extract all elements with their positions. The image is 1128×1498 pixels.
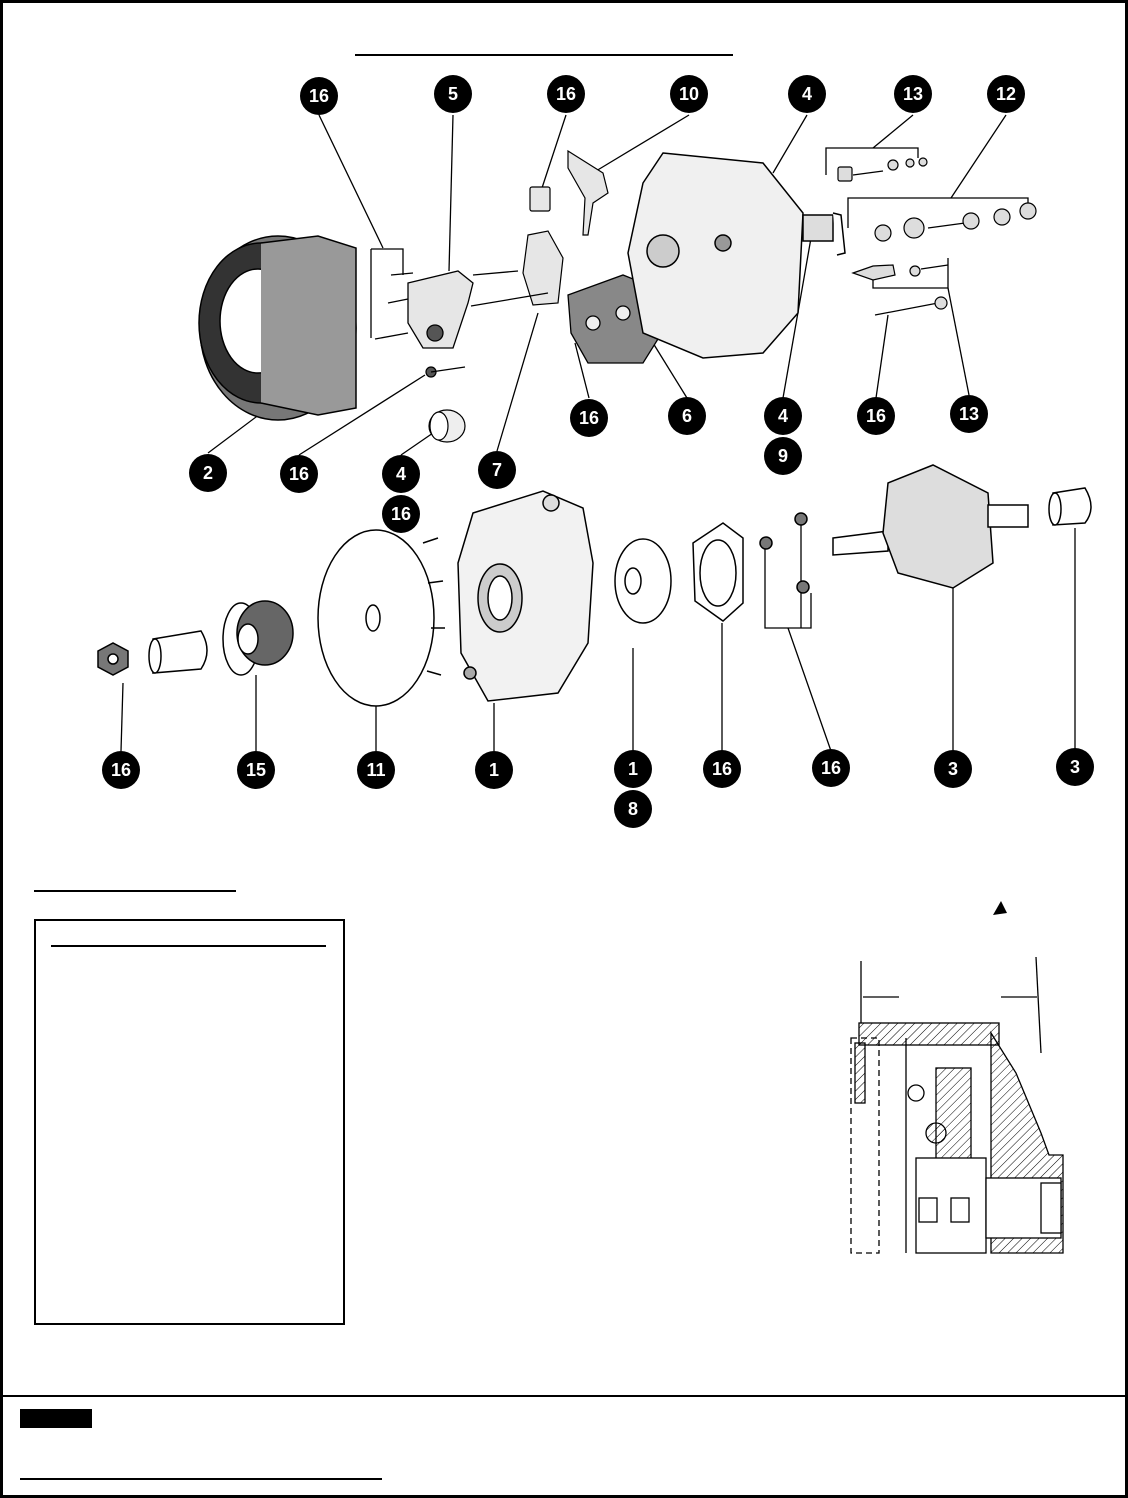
exploded-view-diagram: 16 5 16 10 4 13 12 2 16 4 16 7 16 6 4 9 … xyxy=(97,75,1094,828)
callout-label: 9 xyxy=(778,446,788,466)
callout-7: 7 xyxy=(478,451,516,489)
caution-tag xyxy=(20,1409,92,1428)
callout-6: 6 xyxy=(668,397,706,435)
callout-label: 16 xyxy=(821,758,841,778)
callout-16-g: 16 xyxy=(102,751,140,789)
callout-label: 3 xyxy=(1070,757,1080,777)
callout-11: 11 xyxy=(357,751,395,789)
callout-10: 10 xyxy=(670,75,708,113)
footer-divider xyxy=(3,1395,1125,1397)
title-underline xyxy=(355,54,733,56)
callout-9: 9 xyxy=(764,437,802,475)
callout-16-i: 16 xyxy=(812,749,850,787)
callout-label: 1 xyxy=(628,759,638,779)
callout-label: 16 xyxy=(712,759,732,779)
callout-label: 12 xyxy=(996,84,1016,104)
callout-label: 7 xyxy=(492,460,502,480)
note-box-underline xyxy=(51,945,326,947)
callout-1-b: 1 xyxy=(614,750,652,788)
callout-16-d: 16 xyxy=(382,495,420,533)
callout-16-c: 16 xyxy=(280,455,318,493)
callout-markers: 16 5 16 10 4 13 12 2 16 4 16 7 16 6 4 9 … xyxy=(102,75,1094,828)
callout-label: 16 xyxy=(111,760,131,780)
callout-4-c: 4 xyxy=(764,397,802,435)
callout-label: 13 xyxy=(959,404,979,424)
terminal-hardware xyxy=(837,157,1037,316)
stator-part xyxy=(198,235,357,421)
callout-label: 16 xyxy=(391,504,411,524)
callout-4-a: 4 xyxy=(788,75,826,113)
callout-3-b: 3 xyxy=(1056,748,1094,786)
callout-12: 12 xyxy=(987,75,1025,113)
small-hardware xyxy=(425,149,609,443)
callout-16-b: 16 xyxy=(547,75,585,113)
callout-13-b: 13 xyxy=(950,395,988,433)
pointer-arrow-icon xyxy=(993,901,1007,915)
callout-label: 8 xyxy=(628,799,638,819)
section-underline xyxy=(34,890,236,892)
callout-label: 16 xyxy=(579,408,599,428)
callout-label: 4 xyxy=(396,464,406,484)
rear-housing-part xyxy=(627,152,846,359)
callout-label: 16 xyxy=(289,464,309,484)
callout-label: 6 xyxy=(682,406,692,426)
callout-label: 11 xyxy=(366,760,385,780)
cross-section-detail xyxy=(850,901,1064,1254)
callout-label: 2 xyxy=(203,463,213,483)
callout-15: 15 xyxy=(237,751,275,789)
callout-label: 4 xyxy=(802,84,812,104)
callout-16-f: 16 xyxy=(857,397,895,435)
regulator-bracket-part xyxy=(374,270,519,349)
callout-3-a: 3 xyxy=(934,750,972,788)
note-box xyxy=(34,919,345,1325)
footer-underline xyxy=(20,1478,382,1480)
callout-label: 16 xyxy=(556,84,576,104)
callout-label: 4 xyxy=(778,406,788,426)
callout-label: 13 xyxy=(903,84,923,104)
callout-16-a: 16 xyxy=(300,77,338,115)
callout-label: 3 xyxy=(948,759,958,779)
callout-2: 2 xyxy=(189,454,227,492)
callout-label: 5 xyxy=(448,84,458,104)
callout-label: 16 xyxy=(309,86,329,106)
callout-label: 1 xyxy=(489,760,499,780)
callout-16-h: 16 xyxy=(703,750,741,788)
callout-8: 8 xyxy=(614,790,652,828)
callout-13-a: 13 xyxy=(894,75,932,113)
callout-16-e: 16 xyxy=(570,399,608,437)
callout-label: 15 xyxy=(246,760,266,780)
callout-label: 10 xyxy=(679,84,699,104)
callout-label: 16 xyxy=(866,406,886,426)
callout-4-b: 4 xyxy=(382,455,420,493)
front-parts xyxy=(97,464,1092,707)
callout-1-a: 1 xyxy=(475,751,513,789)
callout-5: 5 xyxy=(434,75,472,113)
